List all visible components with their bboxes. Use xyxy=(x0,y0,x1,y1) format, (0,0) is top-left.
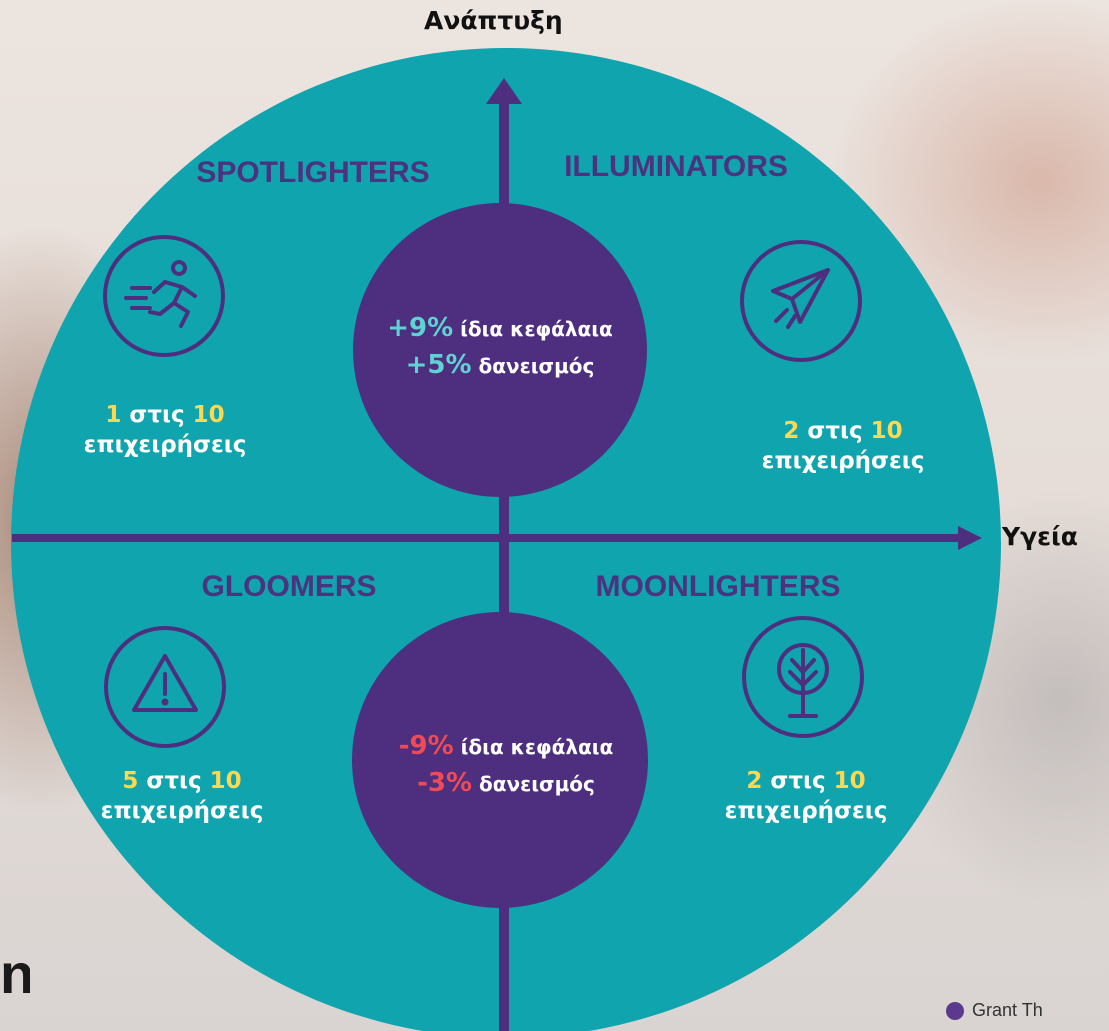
stat-count: 2 xyxy=(746,768,763,794)
stat-count-word: στις xyxy=(146,768,202,794)
paper-plane-icon xyxy=(740,240,862,362)
equity-change-negative: -9% xyxy=(398,731,454,761)
quadrant-title-moonlighters: MOONLIGHTERS xyxy=(595,570,841,603)
lending-label: δανεισμός xyxy=(478,772,595,796)
equity-change-positive: +9% xyxy=(387,313,454,343)
bottom-circle-text: -9% ίδια κεφάλαια -3% δανεισμός xyxy=(399,728,614,802)
stat-count-word: στις xyxy=(770,768,826,794)
stat-total: 10 xyxy=(833,768,866,794)
equity-label: ίδια κεφάλαια xyxy=(460,735,614,759)
vertical-axis-arrow-icon xyxy=(486,78,522,104)
stat-illuminators: 2 στις 10 επιχειρήσεις xyxy=(762,416,925,476)
tree-icon xyxy=(742,616,864,738)
lending-change-positive: +5% xyxy=(405,350,472,380)
top-circle-text: +9% ίδια κεφάλαια +5% δανεισμός xyxy=(387,310,613,384)
running-person-icon xyxy=(103,235,225,357)
stat-unit: επιχειρήσεις xyxy=(724,798,888,824)
stat-count: 1 xyxy=(105,402,122,428)
quadrant-title-gloomers: GLOOMERS xyxy=(201,570,377,603)
stat-moonlighters: 2 στις 10 επιχειρήσεις xyxy=(725,766,888,826)
lending-change-negative: -3% xyxy=(417,768,473,798)
stat-total: 10 xyxy=(209,768,242,794)
cropped-heading-fragment: n xyxy=(0,944,30,1004)
stat-total: 10 xyxy=(192,402,225,428)
quadrant-title-illuminators: ILLUMINATORS xyxy=(564,150,788,183)
lending-label: δανεισμός xyxy=(478,354,595,378)
stat-count: 5 xyxy=(122,768,139,794)
stat-unit: επιχειρήσεις xyxy=(761,448,925,474)
stat-total: 10 xyxy=(870,418,903,444)
horizontal-axis-arrow-icon xyxy=(958,526,982,550)
stat-unit: επιχειρήσεις xyxy=(100,798,264,824)
top-center-circle xyxy=(353,203,647,497)
brand-text: Grant Th xyxy=(972,1000,1043,1020)
horizontal-axis-label: Υγεία xyxy=(1002,522,1078,551)
stat-gloomers: 5 στις 10 επιχειρήσεις xyxy=(101,766,264,826)
stat-count: 2 xyxy=(783,418,800,444)
bottom-center-circle xyxy=(352,612,648,908)
vertical-axis-label: Ανάπτυξη xyxy=(424,6,563,35)
stat-spotlighters: 1 στις 10 επιχειρήσεις xyxy=(84,400,247,460)
equity-label: ίδια κεφάλαια xyxy=(460,317,613,341)
stat-count-word: στις xyxy=(807,418,863,444)
warning-triangle-icon xyxy=(104,626,226,748)
brand-logo-icon xyxy=(946,1002,964,1021)
stat-count-word: στις xyxy=(129,402,185,428)
brand-logo: Grant Th xyxy=(946,1000,1043,1021)
stat-unit: επιχειρήσεις xyxy=(83,432,247,458)
quadrant-title-spotlighters: SPOTLIGHTERS xyxy=(196,156,430,189)
